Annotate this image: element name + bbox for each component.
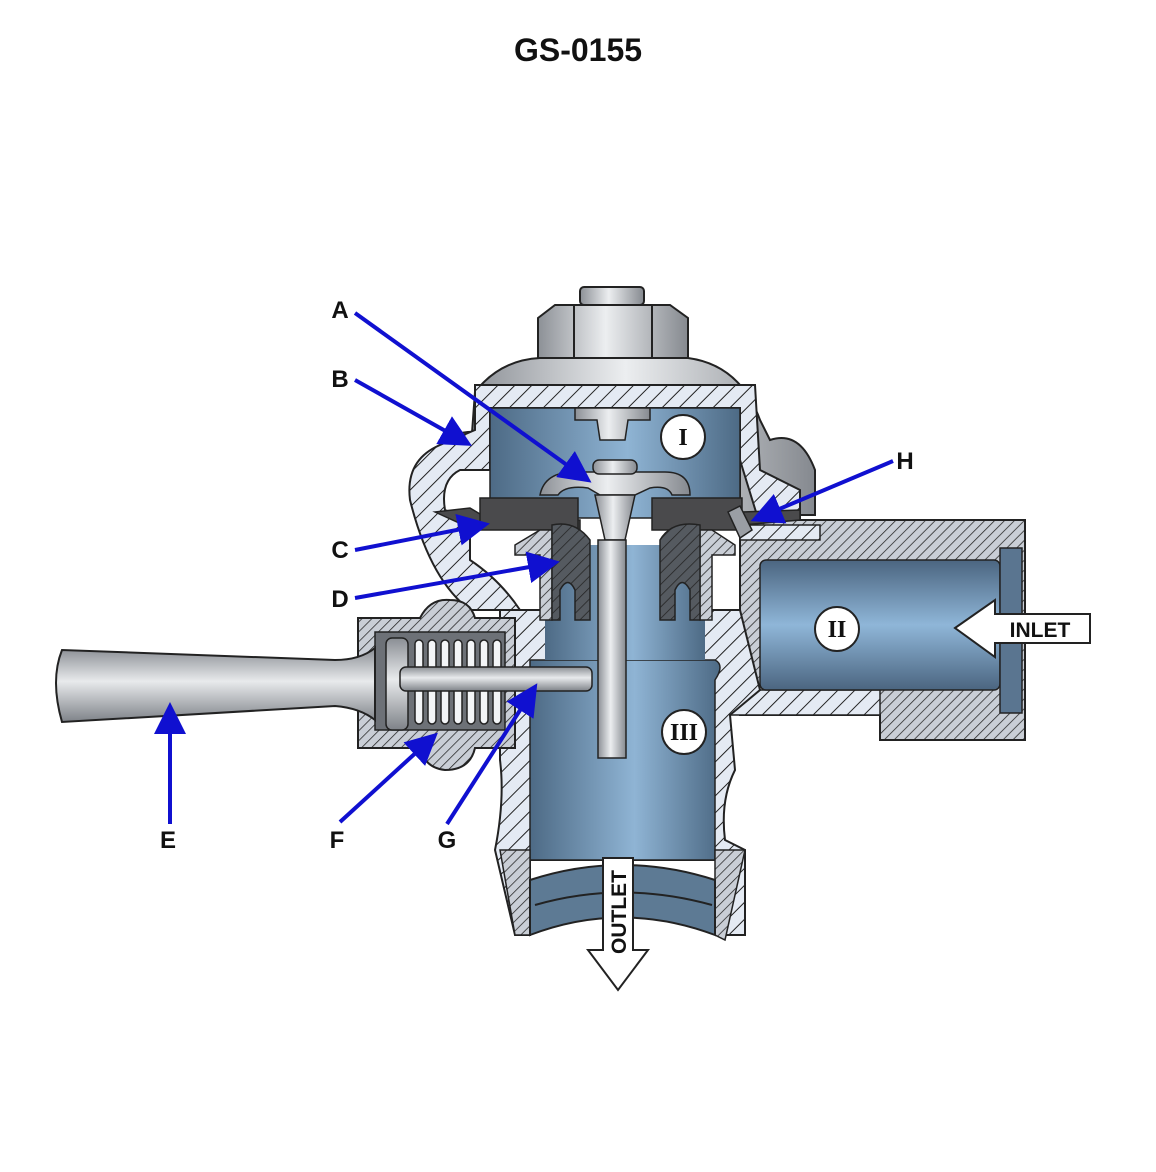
callout-g-arrow — [445, 683, 538, 826]
inlet-arrow: INLET — [953, 598, 1091, 659]
valve-stem — [597, 539, 627, 759]
callout-a-arrow — [353, 311, 592, 483]
chamber-i-label: I — [660, 414, 706, 460]
callout-d-label: D — [331, 586, 348, 613]
svg-text:II: II — [828, 617, 847, 643]
diagram-title: GS-0155 — [513, 32, 643, 68]
callout-a-label: A — [331, 297, 348, 324]
callout-c-arrow — [354, 513, 490, 552]
svg-text:III: III — [670, 720, 698, 746]
callout-h-arrow — [750, 459, 894, 524]
outlet-arrow: OUTLET — [586, 857, 650, 992]
chamber-ii-label: II — [814, 606, 860, 652]
callout-arrows — [154, 311, 894, 826]
callout-h-label: H — [896, 448, 913, 475]
callout-c-label: C — [331, 537, 348, 564]
handle[interactable] — [55, 645, 376, 724]
inlet-label: INLET — [1010, 619, 1071, 642]
svg-text:I: I — [678, 425, 687, 451]
callout-e-label: E — [160, 827, 176, 854]
chamber-iii — [529, 659, 721, 861]
outlet-label: OUTLET — [608, 870, 631, 954]
bypass-orifice — [727, 504, 753, 540]
callout-b-label: B — [331, 366, 348, 393]
valve-body-wall — [408, 384, 801, 611]
callout-f-label: F — [330, 827, 345, 854]
chamber-iii-label: III — [661, 709, 707, 755]
callout-g-label: G — [438, 827, 457, 854]
callout-d-arrow — [354, 551, 560, 600]
callout-b-arrow — [354, 378, 472, 446]
plunger — [399, 666, 593, 692]
callout-f-arrow — [338, 732, 438, 824]
